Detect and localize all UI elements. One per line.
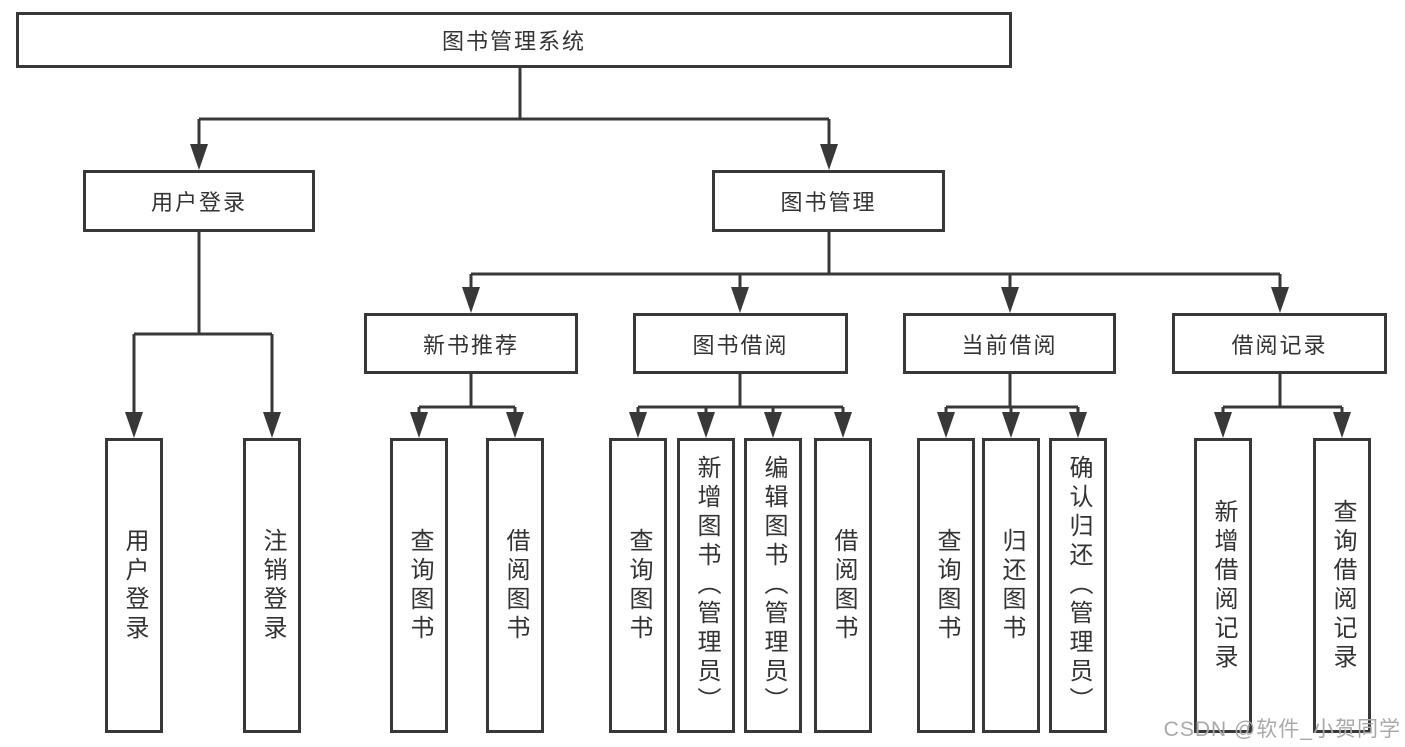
leaf-query-books-recommend: 查询图书 [390,438,448,733]
node-user-login: 用户登录 [83,170,315,232]
leaf-borrow-books: 借阅图书 [814,438,872,733]
node-current-borrow: 当前借阅 [903,313,1116,374]
node-book-management: 图书管理 [712,170,945,232]
leaf-add-books-admin: 新增图书（管理员） [677,438,735,733]
leaf-return-books: 归还图书 [982,438,1040,733]
leaf-add-borrow-record: 新增借阅记录 [1194,438,1252,733]
leaf-query-books-current: 查询图书 [917,438,975,733]
csdn-watermark: CSDN @软件_小贺同学 [1163,718,1401,741]
leaf-logout: 注销登录 [243,438,301,733]
node-root-system: 图书管理系统 [16,12,1012,68]
leaf-query-books-borrow: 查询图书 [609,438,667,733]
leaf-user-login: 用户登录 [105,438,163,733]
leaf-confirm-return-admin: 确认归还（管理员） [1049,438,1107,733]
node-new-book-recommend: 新书推荐 [364,313,578,374]
leaf-edit-books-admin: 编辑图书（管理员） [744,438,802,733]
leaf-query-borrow-record: 查询借阅记录 [1313,438,1371,733]
node-borrow-records: 借阅记录 [1172,313,1387,374]
node-book-borrow: 图书借阅 [633,313,848,374]
leaf-borrow-books-recommend: 借阅图书 [486,438,544,733]
